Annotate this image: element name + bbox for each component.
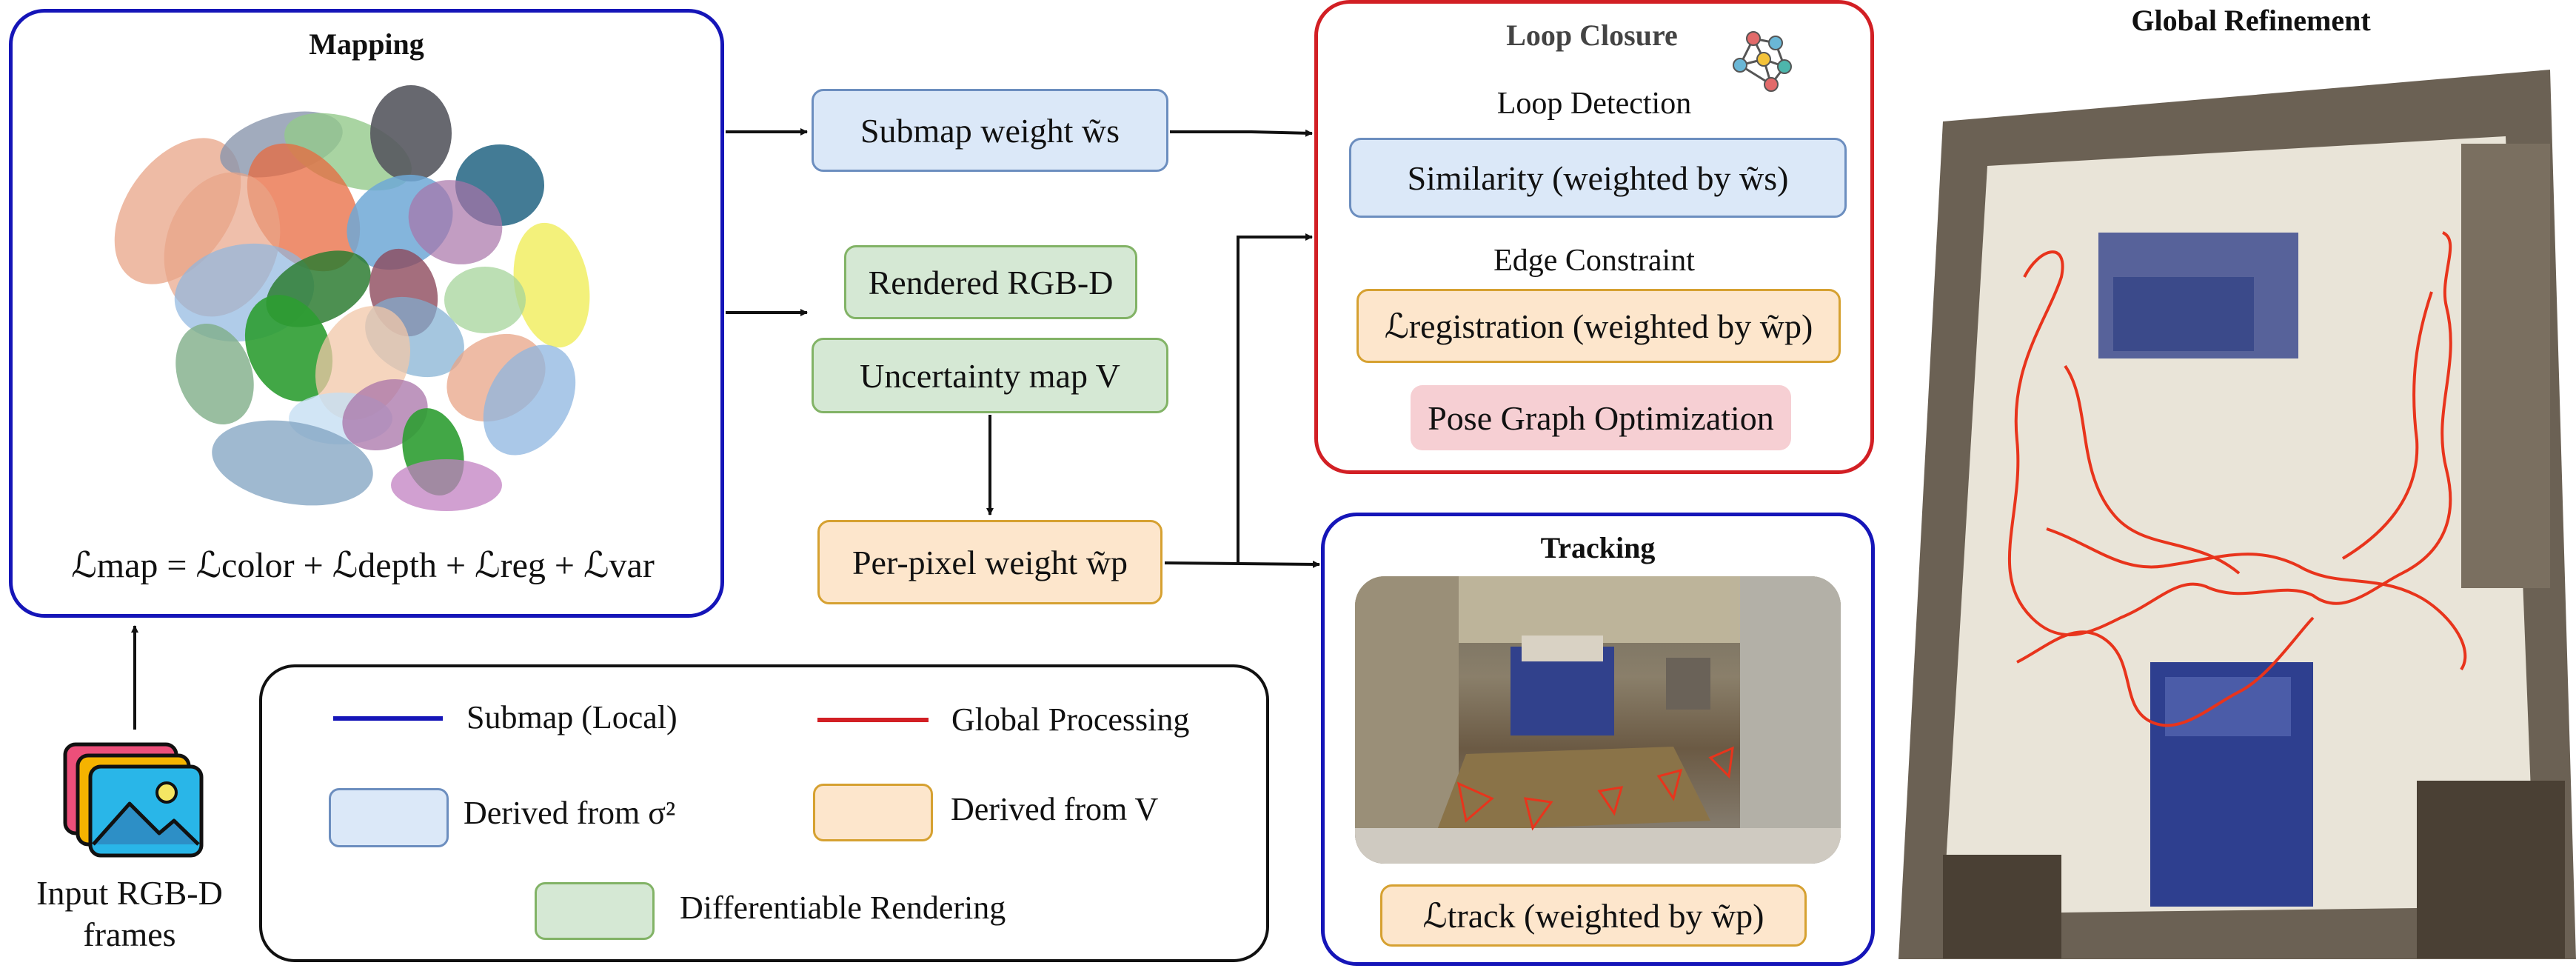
legend-orange-swatch — [813, 784, 933, 841]
legend-derived-v-label: Derived from V — [951, 791, 1159, 827]
arrow-pixel-weight-to-tracking — [1164, 560, 1320, 568]
tracking-panel — [1321, 513, 1875, 966]
tracking-room-sketch — [1355, 576, 1841, 864]
tracking-scene-image — [1355, 576, 1841, 864]
legend-blue-swatch — [329, 788, 449, 847]
global-refinement-image — [1898, 55, 2576, 959]
legend-submap-label: Submap (Local) — [466, 699, 678, 735]
global-refinement-title: Global Refinement — [2131, 4, 2371, 37]
legend-green-swatch — [535, 882, 655, 940]
mapping-panel — [9, 9, 724, 618]
registration-loss-box: ℒregistration (weighted by w̃p) — [1356, 289, 1841, 363]
edge-constraint-label: Edge Constraint — [1493, 244, 1695, 278]
per-pixel-weight-box: Per-pixel weight w̃p — [817, 520, 1162, 604]
legend-diff-render-label: Differentiable Rendering — [680, 890, 1006, 926]
arrow-submap-weight-to-loop — [1170, 129, 1313, 137]
input-label-line2: frames — [83, 915, 176, 953]
mapping-loss-formula: ℒmap = ℒcolor + ℒdepth + ℒreg + ℒvar — [71, 546, 655, 585]
tracking-loss-box: ℒtrack (weighted by w̃p) — [1380, 884, 1807, 947]
similarity-box: Similarity (weighted by w̃s) — [1349, 138, 1847, 218]
submap-weight-box: Submap weight w̃s — [812, 89, 1168, 172]
input-label-line1: Input RGB-D — [36, 874, 223, 912]
legend-derived-sigma-label: Derived from σ² — [464, 795, 676, 831]
pose-graph-optimization-box: Pose Graph Optimization — [1411, 385, 1791, 450]
loop-closure-title: Loop Closure — [1506, 19, 1678, 52]
arrow-pixel-weight-to-loop — [1237, 233, 1313, 563]
uncertainty-map-box: Uncertainty map V — [812, 338, 1168, 413]
legend-global-label: Global Processing — [951, 701, 1190, 738]
input-label: Input RGB-D frames — [0, 873, 259, 955]
global-map-sketch — [1898, 70, 2576, 959]
loop-detection-label: Loop Detection — [1496, 87, 1692, 121]
tracking-title: Tracking — [1540, 531, 1656, 564]
loop-closure-panel — [1314, 0, 1874, 474]
mapping-title: Mapping — [309, 27, 424, 61]
rendered-rgbd-box: Rendered RGB-D — [844, 245, 1137, 319]
legend-box — [259, 664, 1269, 962]
